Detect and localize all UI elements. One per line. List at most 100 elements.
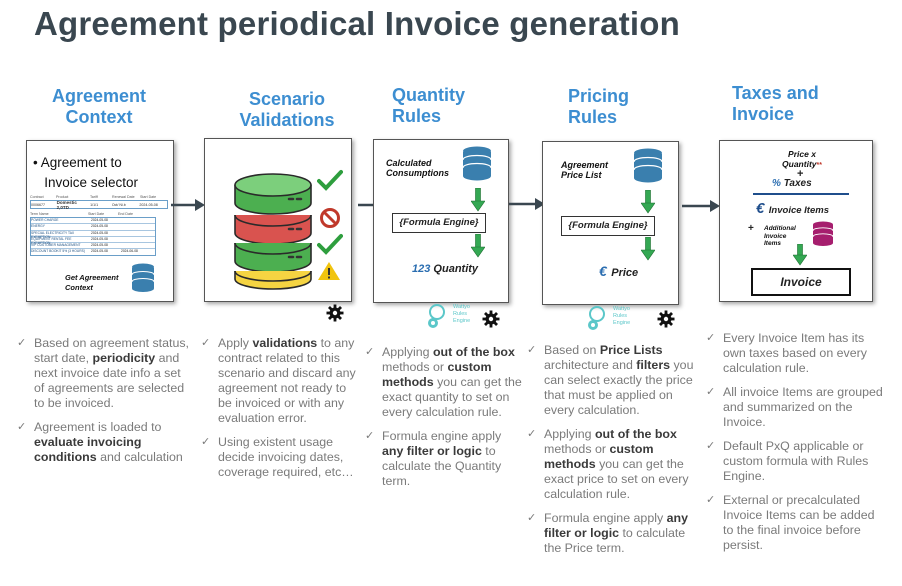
gear-icon xyxy=(657,310,675,328)
list-item-text: to calculate the Price term. xyxy=(544,526,686,555)
rules-engine-logo: Wattyo Rules Engine xyxy=(585,306,641,336)
quantity-label: Quantity xyxy=(433,263,479,275)
database-icon xyxy=(131,263,155,292)
arrow-down-icon xyxy=(471,234,485,258)
description-list-scenario-validations: ✓Apply validations to any contract relat… xyxy=(201,336,357,489)
euro-icon: € xyxy=(599,263,607,279)
quantity-rules-card: Calculated Consumptions {Formula Engine}… xyxy=(373,139,509,303)
list-item-text: you can get the exact price to set on ev… xyxy=(544,457,689,501)
list-item: ✓Agreement is loaded to evaluate invoici… xyxy=(17,420,189,465)
agreement-price-list-label: Agreement Price List xyxy=(561,160,609,180)
checkmark-icon: ✓ xyxy=(706,332,716,344)
list-item-text: Default PxQ applicable or custom formula… xyxy=(723,439,869,483)
arrow-down-icon xyxy=(471,188,485,212)
list-item: ✓Applying out of the box methods or cust… xyxy=(527,427,705,502)
list-item-emphasis: out of the box xyxy=(432,345,515,359)
list-item-text: to any contract related to this scenario… xyxy=(218,336,356,425)
list-item-text: Every Invoice Item has its own taxes bas… xyxy=(723,331,867,375)
checkmark-icon: ✓ xyxy=(365,346,375,358)
taxes-invoice-card: Price x Quantity** + % Taxes € Invoice I… xyxy=(719,140,873,302)
list-item-text: you can get the exact quantity to set on… xyxy=(382,375,522,419)
get-agreement-context-label: Get Agreement Context xyxy=(65,273,119,292)
description-list-pricing-rules: ✓Based on Price Lists architecture and f… xyxy=(527,343,705,565)
list-item: ✓Based on Price Lists architecture and f… xyxy=(527,343,705,418)
list-item-emphasis: any filter or logic xyxy=(544,511,688,540)
list-item-text: and next invoice date info a set of agre… xyxy=(34,351,185,410)
quantity-result: 123 Quantity xyxy=(412,263,478,275)
description-list-agreement-context: ✓Based on agreement status, start date, … xyxy=(17,336,189,474)
invoice-box: Invoice xyxy=(751,268,851,296)
formula-engine-box: {Formula Engine} xyxy=(561,216,655,236)
list-item: ✓Default PxQ applicable or custom formul… xyxy=(706,439,886,484)
list-item-text: Apply xyxy=(218,336,253,350)
agreement-selector-text: • Agreement to Invoice selector xyxy=(33,155,139,190)
database-icon xyxy=(812,221,834,246)
list-item: ✓ All invoice Items are grouped and summa… xyxy=(706,385,886,430)
additional-items-label: Additional Invoice Items xyxy=(764,225,796,247)
list-item: ✓Based on agreement status, start date, … xyxy=(17,336,189,411)
price-quantity-label: Price x Quantity** xyxy=(782,149,822,169)
checkmark-icon: ✓ xyxy=(17,421,27,433)
arrow-down-icon xyxy=(641,237,655,261)
list-item-text: to calculate the Quantity term. xyxy=(382,444,502,488)
plus-sign: + xyxy=(797,168,804,180)
list-item-emphasis: periodicity xyxy=(92,351,156,365)
database-icon xyxy=(633,148,663,183)
list-item: ✓Formula engine apply any filter or logi… xyxy=(527,511,705,556)
column-title-quantity-rules: Quantity Rules xyxy=(392,85,466,126)
euro-icon: € xyxy=(756,200,765,217)
gear-icon xyxy=(482,310,500,328)
arrow-down-icon xyxy=(793,244,807,266)
column-title-pricing-rules: Pricing Rules xyxy=(568,86,630,127)
scenario-validations-card xyxy=(204,138,352,302)
arrow-right-icon xyxy=(682,200,720,212)
list-item-text: methods or xyxy=(544,442,610,456)
checkmark-icon: ✓ xyxy=(17,337,27,349)
checkmark-icon: ✓ xyxy=(527,344,537,356)
price-label: Price xyxy=(611,267,639,279)
list-item-text: Agreement is loaded to xyxy=(34,420,162,434)
calculated-consumptions-label: Calculated Consumptions xyxy=(386,158,449,178)
list-item: ✓External or precalculated Invoice Items… xyxy=(706,493,886,553)
prohibited-icon xyxy=(320,208,340,228)
list-item-text: All invoice Items are grouped and summar… xyxy=(723,385,883,429)
asterisks: ** xyxy=(816,162,822,169)
page-title: Agreement periodical Invoice generation xyxy=(34,5,680,42)
mini-subtable-header: Term Name Start Date End Date xyxy=(30,212,133,216)
checkmark-icon: ✓ xyxy=(201,436,211,448)
checkmark-icon: ✓ xyxy=(706,386,716,398)
checkmark-icon: ✓ xyxy=(527,428,537,440)
list-item-text: and calculation xyxy=(96,450,183,464)
list-item-text: Formula engine apply xyxy=(544,511,667,525)
sum-divider xyxy=(753,193,849,195)
description-list-quantity-rules: ✓Applying out of the box methods or cust… xyxy=(365,345,523,498)
arrow-right-icon xyxy=(171,199,205,211)
percent-icon: % xyxy=(772,178,781,189)
database-icon xyxy=(462,146,492,181)
gear-icon xyxy=(326,304,344,322)
list-item-text: architecture and xyxy=(544,358,637,372)
list-item-emphasis: out of the box xyxy=(594,427,677,441)
check-icon xyxy=(317,234,343,255)
column-title-agreement-context: Agreement Context xyxy=(51,86,147,127)
list-item-text: you can select exactly the price that mu… xyxy=(544,358,694,417)
column-title-taxes-invoice: Taxes and Invoice xyxy=(732,83,819,124)
taxes-label: % Taxes xyxy=(772,178,812,189)
list-item-text: Formula engine apply xyxy=(382,429,502,443)
list-item-emphasis: Price Lists xyxy=(599,343,663,357)
agreement-mini-table: Contract Product Tariff Renewal Date Sta… xyxy=(30,195,168,256)
mini-table-header: Contract Product Tariff Renewal Date Sta… xyxy=(30,195,157,199)
price-result: € Price xyxy=(599,263,638,281)
arrow-down-icon xyxy=(641,190,655,214)
checkmark-icon: ✓ xyxy=(706,494,716,506)
validation-database-icon xyxy=(234,173,312,290)
list-item: ✓ Every Invoice Item has its own taxes ba… xyxy=(706,331,886,376)
list-item-emphasis: any filter or logic xyxy=(382,444,482,458)
column-title-scenario-validations: Scenario Validations xyxy=(239,89,335,130)
